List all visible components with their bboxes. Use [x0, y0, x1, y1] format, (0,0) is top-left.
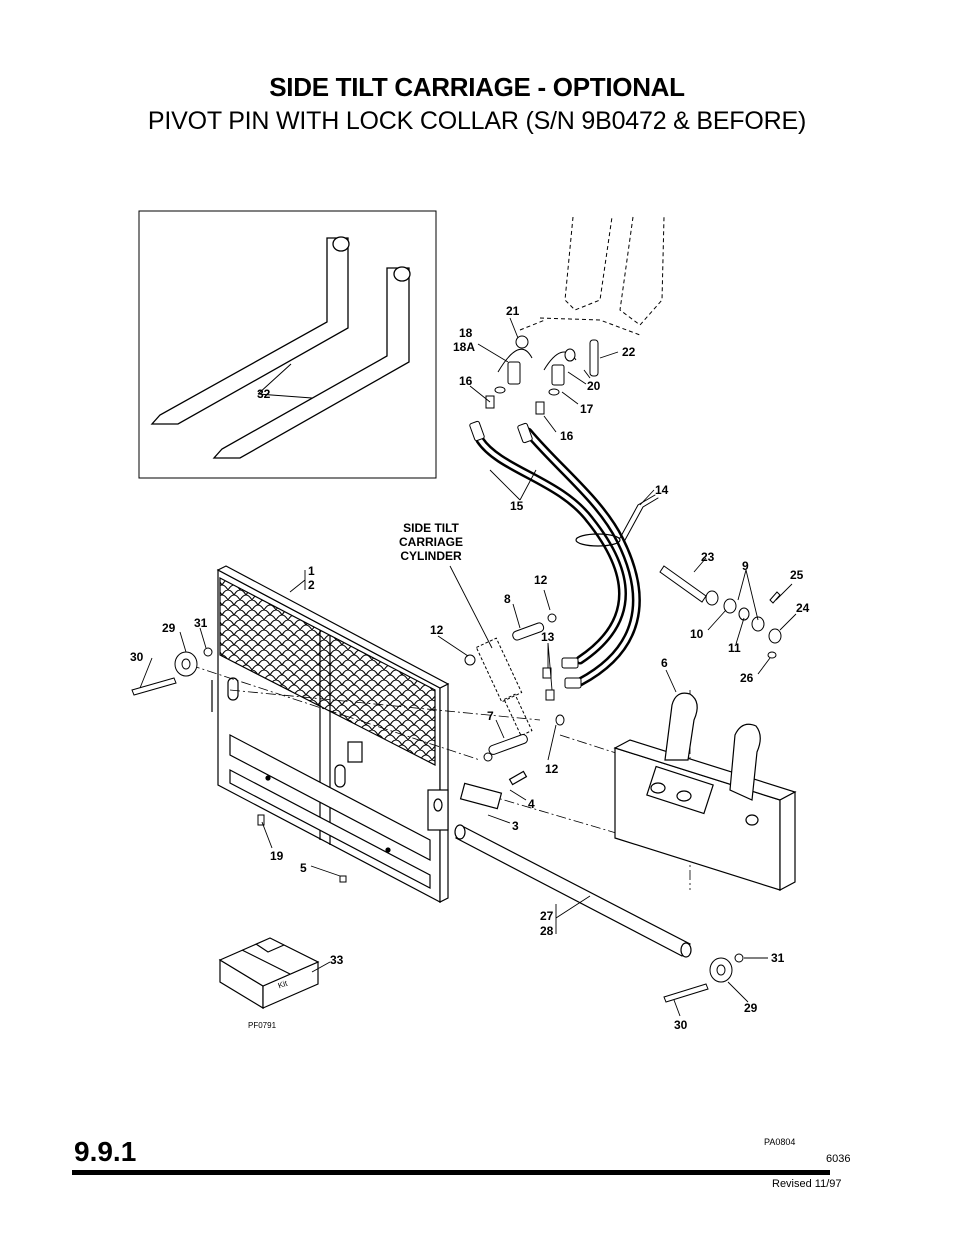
callout-25: 25 [790, 568, 804, 582]
callout-30a: 30 [130, 650, 144, 664]
callout-14: 14 [655, 483, 669, 497]
callout-33: 33 [330, 953, 344, 967]
side-tilt-cylinder [475, 637, 533, 737]
page-number: 6036 [826, 1153, 851, 1165]
cylinder-label-line3: CYLINDER [400, 549, 462, 563]
callout-11: 11 [728, 641, 741, 655]
page-subtitle: PIVOT PIN WITH LOCK COLLAR (S/N 9B0472 &… [147, 107, 807, 135]
hose-fittings [469, 335, 599, 689]
callout-12a: 12 [534, 573, 548, 587]
callout-13: 13 [541, 630, 555, 644]
callout-17: 17 [580, 402, 594, 416]
callout-5: 5 [300, 861, 307, 875]
footer-rule [72, 1170, 830, 1175]
fork-right [212, 266, 411, 459]
loader-arm-outline [519, 216, 665, 336]
mount-bracket [613, 692, 797, 891]
callout-10: 10 [690, 627, 704, 641]
callout-18: 18 [459, 326, 473, 340]
fork-left [150, 236, 350, 425]
inset-code: PF0791 [248, 1021, 277, 1030]
callouts: 1 2 3 4 5 6 7 8 9 10 11 12 12 12 13 14 1… [130, 304, 810, 1032]
kit-box [218, 937, 320, 1010]
section-number: 9.9.1 [74, 1136, 137, 1167]
fork-inset [138, 210, 437, 479]
pivot-pin [454, 770, 692, 958]
cylinder-label-line1: SIDE TILT [403, 521, 459, 535]
callout-22: 22 [622, 345, 636, 359]
callout-6: 6 [661, 656, 668, 670]
callout-29b: 29 [744, 1001, 758, 1015]
page-title: SIDE TILT CARRIAGE - OPTIONAL [269, 72, 685, 102]
callout-8: 8 [504, 592, 511, 606]
callout-31b: 31 [771, 951, 785, 965]
callout-9: 9 [742, 559, 749, 573]
hydraulic-hoses [475, 427, 659, 687]
callout-12b: 12 [430, 623, 444, 637]
callout-20: 20 [587, 379, 601, 393]
callout-3: 3 [512, 819, 519, 833]
callout-26: 26 [740, 671, 754, 685]
callout-12c: 12 [545, 762, 559, 776]
callout-4: 4 [528, 797, 535, 811]
callout-1: 1 [308, 564, 315, 578]
callout-31a: 31 [194, 616, 208, 630]
cylinder-label-line2: CARRIAGE [399, 535, 463, 549]
callout-29a: 29 [162, 621, 176, 635]
callout-2: 2 [308, 578, 315, 592]
kit-box-text: Kit [277, 978, 290, 990]
drawing-code: PA0804 [764, 1137, 796, 1147]
leader-lines [139, 317, 797, 1017]
callout-7: 7 [487, 709, 494, 723]
callout-32: 32 [257, 387, 271, 401]
cylinder-pins [464, 613, 565, 762]
callout-24: 24 [796, 601, 810, 615]
callout-16a: 16 [459, 374, 473, 388]
callout-19: 19 [270, 849, 284, 863]
callout-18a: 18A [453, 340, 475, 354]
callout-21: 21 [506, 304, 520, 318]
revision-date: Revised 11/97 [772, 1178, 842, 1190]
callout-16b: 16 [560, 429, 574, 443]
callout-27: 27 [540, 909, 554, 923]
callout-30b: 30 [674, 1018, 688, 1032]
hardware [131, 565, 782, 1003]
callout-15: 15 [510, 499, 524, 513]
callout-23: 23 [701, 550, 715, 564]
carriage-frame [211, 565, 450, 903]
callout-28: 28 [540, 924, 554, 938]
